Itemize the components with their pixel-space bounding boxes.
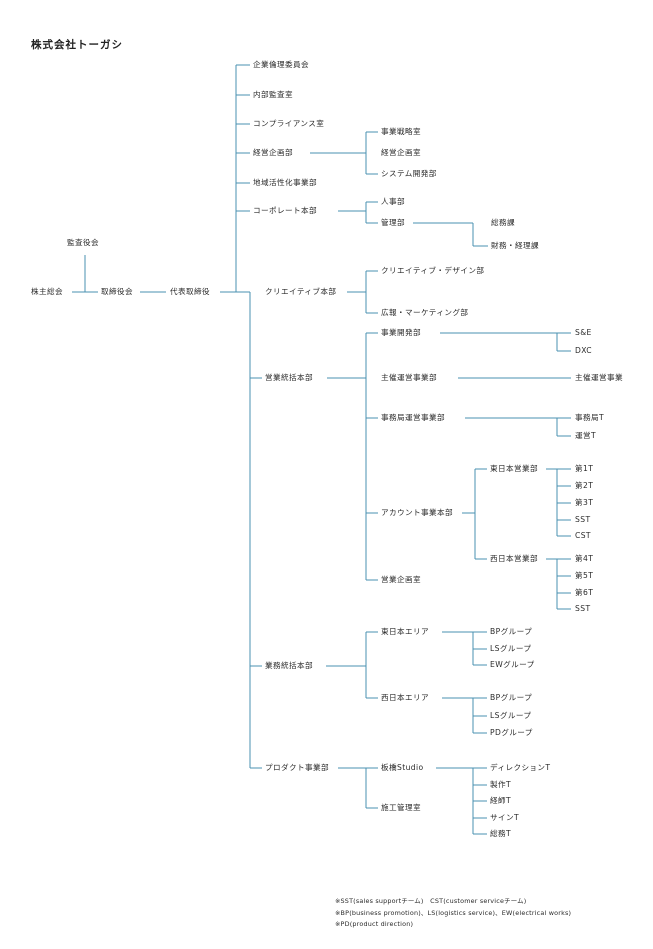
- node-east-t1: 第1T: [575, 464, 594, 473]
- node-dxc: DXC: [575, 346, 592, 355]
- node-auditors: 監査役会: [67, 238, 99, 247]
- node-west-sst: SST: [575, 604, 591, 613]
- node-sales-planning: 営業企画室: [381, 575, 421, 584]
- node-president: 代表取締役: [170, 287, 210, 296]
- footnote-2: ※BP(business promotion)、LS(logistics ser…: [335, 908, 572, 917]
- node-audit: 内部監査室: [253, 90, 293, 99]
- node-creative-design: クリエイティブ・デザイン部: [381, 266, 485, 275]
- node-west-t5: 第5T: [575, 571, 594, 580]
- node-admin: 管理部: [381, 218, 405, 227]
- node-planning: 経営企画部: [253, 148, 293, 157]
- node-west-bp: BPグループ: [490, 693, 533, 702]
- node-east-ew: EWグループ: [490, 660, 535, 669]
- node-host-ops: 主催運営事業部: [381, 373, 437, 382]
- node-west-t6: 第6T: [575, 588, 594, 597]
- node-compliance: コンプライアンス室: [253, 119, 325, 128]
- node-biz-hq: 業務統括本部: [265, 661, 313, 670]
- node-west-ls: LSグループ: [490, 711, 532, 720]
- company-title: 株式会社トーガシ: [31, 39, 123, 51]
- node-east-sst: SST: [575, 515, 591, 524]
- node-west-pd: PDグループ: [490, 728, 533, 737]
- footnotes: ※SST(sales supportチーム) CST(customer serv…: [335, 896, 571, 931]
- node-secretariat-t: 事務局T: [575, 413, 605, 422]
- node-regional: 地域活性化事業部: [253, 178, 317, 187]
- node-biz-dev: 事業開発部: [381, 328, 421, 337]
- node-creative: クリエイティブ本部: [265, 287, 337, 296]
- node-east-area: 東日本エリア: [381, 627, 429, 636]
- node-east-cst: CST: [575, 531, 591, 540]
- node-system-dev: システム開発部: [381, 169, 437, 178]
- node-east-ls: LSグループ: [490, 644, 532, 653]
- node-board: 取締役会: [101, 287, 133, 296]
- connector-lines: [72, 64, 571, 835]
- node-east-sales: 東日本営業部: [490, 464, 538, 473]
- node-secretariat: 事務局運営事業部: [381, 413, 445, 422]
- node-host-ops-biz: 主催運営事業: [575, 373, 623, 382]
- footnote-3: ※PD(product direction): [335, 920, 414, 928]
- node-production-t: 製作T: [490, 780, 512, 789]
- node-pr-marketing: 広報・マーケティング部: [381, 308, 469, 317]
- node-shareholders: 株主総会: [31, 287, 63, 296]
- node-sales-hq: 営業統括本部: [265, 373, 313, 382]
- node-finance: 財務・経理課: [491, 241, 539, 250]
- node-east-t3: 第3T: [575, 498, 594, 507]
- node-hr: 人事部: [381, 197, 405, 206]
- node-west-t4: 第4T: [575, 554, 594, 563]
- node-account: アカウント事業本部: [381, 508, 453, 517]
- node-itabashi: 板橋Studio: [381, 763, 424, 772]
- node-west-area: 西日本エリア: [381, 693, 429, 702]
- node-east-bp: BPグループ: [490, 627, 533, 636]
- node-product: プロダクト事業部: [265, 763, 329, 772]
- node-electrician-t: 経師T: [490, 796, 512, 805]
- node-general-t: 総務T: [490, 829, 512, 838]
- node-mgmt-planning: 経営企画室: [381, 148, 421, 157]
- node-corporate: コーポレート本部: [253, 206, 317, 215]
- node-direction-t: ディレクションT: [490, 763, 551, 772]
- node-ethics: 企業倫理委員会: [253, 60, 309, 69]
- node-se: S&E: [575, 328, 592, 337]
- node-east-t2: 第2T: [575, 481, 594, 490]
- footnote-1: ※SST(sales supportチーム) CST(customer serv…: [335, 897, 527, 905]
- node-west-sales: 西日本営業部: [490, 554, 538, 563]
- node-general-affairs: 総務課: [491, 218, 515, 227]
- node-strategy: 事業戦略室: [381, 127, 421, 136]
- node-sign-t: サインT: [490, 813, 520, 822]
- node-construction: 施工管理室: [381, 803, 421, 812]
- node-ops-t: 運営T: [575, 431, 597, 440]
